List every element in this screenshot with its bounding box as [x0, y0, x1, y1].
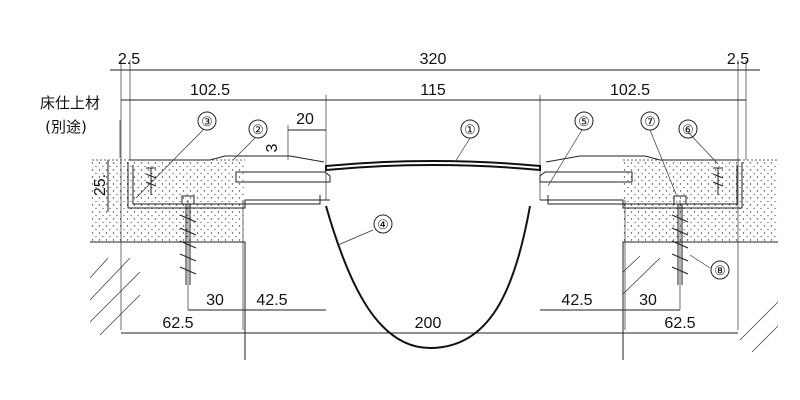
callout-6: ⑥ — [678, 119, 698, 139]
dim-left-bottom: 62.5 — [162, 315, 193, 332]
right-screw — [712, 167, 724, 195]
dim-right-edge: 2.5 — [727, 51, 749, 68]
callout-4: ④ — [373, 214, 393, 234]
dim-center: 115 — [420, 82, 446, 99]
callout-7: ⑦ — [640, 111, 660, 131]
center-cover-plate — [325, 160, 541, 172]
dim-left-gap-offset: 42.5 — [256, 292, 287, 309]
svg-text:②: ② — [252, 122, 264, 137]
left-slab — [89, 160, 246, 360]
dim-right-bottom: 62.5 — [664, 315, 695, 332]
note-separate: (別途) — [45, 118, 87, 136]
svg-text:⑦: ⑦ — [644, 114, 656, 129]
svg-text:⑧: ⑧ — [714, 263, 726, 278]
svg-text:⑥: ⑥ — [682, 122, 694, 137]
dim-left-edge: 2.5 — [118, 51, 140, 68]
svg-text:⑤: ⑤ — [578, 114, 590, 129]
svg-text:③: ③ — [201, 114, 213, 129]
dim-cover-step: 20 — [296, 111, 314, 128]
leader-lines — [119, 120, 719, 269]
right-frame — [539, 155, 743, 209]
dim-right-side: 102.5 — [610, 82, 650, 99]
left-frame — [127, 155, 331, 209]
svg-text:④: ④ — [377, 217, 389, 232]
left-screw — [145, 167, 157, 195]
dim-gap-width: 200 — [415, 315, 442, 332]
callout-8: ⑧ — [710, 260, 730, 280]
dim-right-gap-offset: 42.5 — [561, 292, 592, 309]
dim-height: 25. — [92, 174, 109, 196]
flexible-membrane — [325, 205, 531, 350]
dim-cover-thickness: 3 — [264, 143, 281, 152]
callout-3: ③ — [197, 111, 217, 131]
callout-2: ② — [248, 119, 268, 139]
note-floor-finish: 床仕上材 — [40, 94, 100, 112]
svg-text:①: ① — [464, 122, 476, 137]
right-anchor — [671, 195, 689, 285]
dim-left-anchor-offset: 30 — [206, 292, 224, 309]
left-anchor — [179, 195, 197, 285]
right-slab — [622, 160, 779, 360]
dim-left-side: 102.5 — [190, 82, 230, 99]
dim-total: 320 — [420, 51, 447, 68]
dimension-lines — [107, 69, 760, 334]
callout-1: ① — [460, 119, 480, 139]
callout-5: ⑤ — [574, 111, 594, 131]
dim-right-anchor-offset: 30 — [639, 292, 657, 309]
